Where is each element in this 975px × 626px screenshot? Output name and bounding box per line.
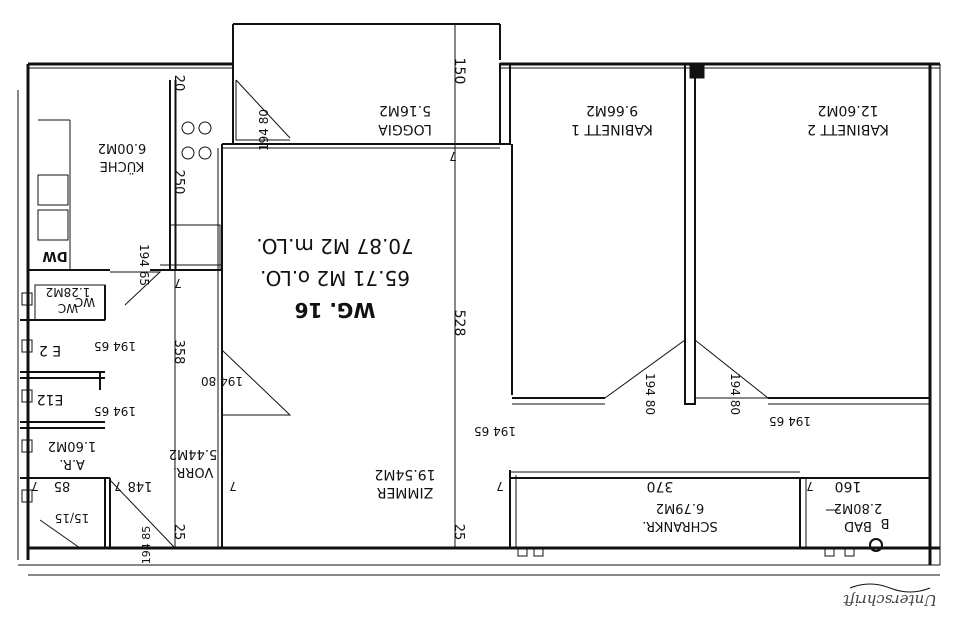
room-labels: LOGGIA 5.16M2 KABINETT 1 9.66M2 KABINETT…	[46, 102, 889, 533]
room-kabinett1-area: 9.66M2	[586, 102, 638, 118]
room-ar-name: A.R.	[59, 456, 85, 471]
door-dim-vorr: 194 65	[474, 424, 516, 438]
dim-85: 85	[54, 478, 71, 493]
dishwasher-symbol: DW	[42, 248, 67, 263]
symbol-b: B	[881, 515, 890, 530]
door-swings	[39, 79, 770, 549]
room-schrank-name: SCHRANKR.	[642, 518, 717, 533]
room-kueche-area: 6.00M2	[98, 140, 146, 155]
dim-148: 148	[128, 478, 153, 493]
dim-7-d: 7	[496, 479, 504, 493]
door-dim-k2: 194 80	[728, 373, 742, 415]
room-schrank-area: 6.79M2	[656, 500, 704, 515]
room-ar-area: 1.60M2	[48, 438, 96, 453]
dim-528: 528	[451, 310, 467, 337]
dim-150: 150	[451, 58, 467, 85]
dim-370: 370	[647, 478, 674, 494]
symbols: DW E 2 E12 WC B	[37, 248, 890, 530]
dim-7-g: 7	[31, 479, 39, 493]
symbol-wc2: WC	[75, 295, 95, 309]
door-dim-loggia: 194 80	[257, 109, 271, 151]
door-dim-e2: 194 65	[94, 339, 136, 353]
walls	[17, 23, 941, 576]
dim-250: 250	[171, 170, 186, 195]
room-loggia-area: 5.16M2	[379, 102, 431, 118]
unit-area-gross: 65.71 M2 o.LO.	[260, 266, 410, 290]
dim-160: 160	[835, 478, 862, 494]
door-dim-kitchen: 194 65	[137, 244, 151, 286]
dim-7-f: 7	[114, 479, 122, 493]
room-kabinett2-name: KABINETT 2	[807, 121, 889, 137]
dim-7-a: 7	[449, 149, 457, 163]
room-kabinett2-area: 12.60M2	[817, 102, 878, 118]
dim-7-e: 7	[806, 479, 814, 493]
dim-25a: 25	[171, 524, 186, 541]
door-dim-e12: 194 65	[94, 404, 136, 418]
room-loggia-name: LOGGIA	[378, 121, 432, 137]
symbol-e12: E12	[37, 391, 64, 407]
dim-7-c: 7	[229, 479, 237, 493]
dim-358: 358	[171, 340, 186, 365]
door-dim-k1: 194 80	[643, 373, 657, 415]
dim-25b: 25	[451, 524, 466, 541]
unit-number: WG. 16	[295, 298, 376, 322]
room-wc-name: WC	[58, 301, 78, 315]
room-vorr-name: VORR.	[173, 464, 214, 479]
dim-20: 20	[171, 75, 186, 92]
dimension-labels: 150 528 250 358 20 25 25 370 160 148 85 …	[31, 58, 861, 565]
room-kabinett1-name: KABINETT 1	[571, 121, 653, 137]
door-dim-k2b: 194 65	[769, 414, 811, 428]
room-zimmer-name: ZIMMER	[377, 484, 434, 500]
room-zimmer-area: 19.54M2	[374, 466, 435, 482]
dim-15-15: 15/15	[55, 511, 90, 525]
door-dim-zimmer: 194 80	[201, 374, 243, 388]
symbol-e2: E 2	[39, 342, 61, 358]
unit-area-net: 70.87 M2 m.LO.	[256, 234, 414, 258]
signature: Unterschrift	[842, 583, 937, 609]
room-bad-area: 2.80M2	[834, 500, 882, 515]
room-kueche-name: KÜCHE	[100, 158, 145, 175]
room-vorr-area: 5.44M2	[169, 446, 217, 461]
room-bad-name: BAD	[844, 518, 872, 533]
door-dim-194-85: 194 85	[140, 526, 153, 565]
dim-7-b: 7	[174, 276, 182, 290]
room-wc-area: 1.28M2	[46, 285, 91, 299]
signature-text: Unterschrift	[842, 591, 937, 609]
